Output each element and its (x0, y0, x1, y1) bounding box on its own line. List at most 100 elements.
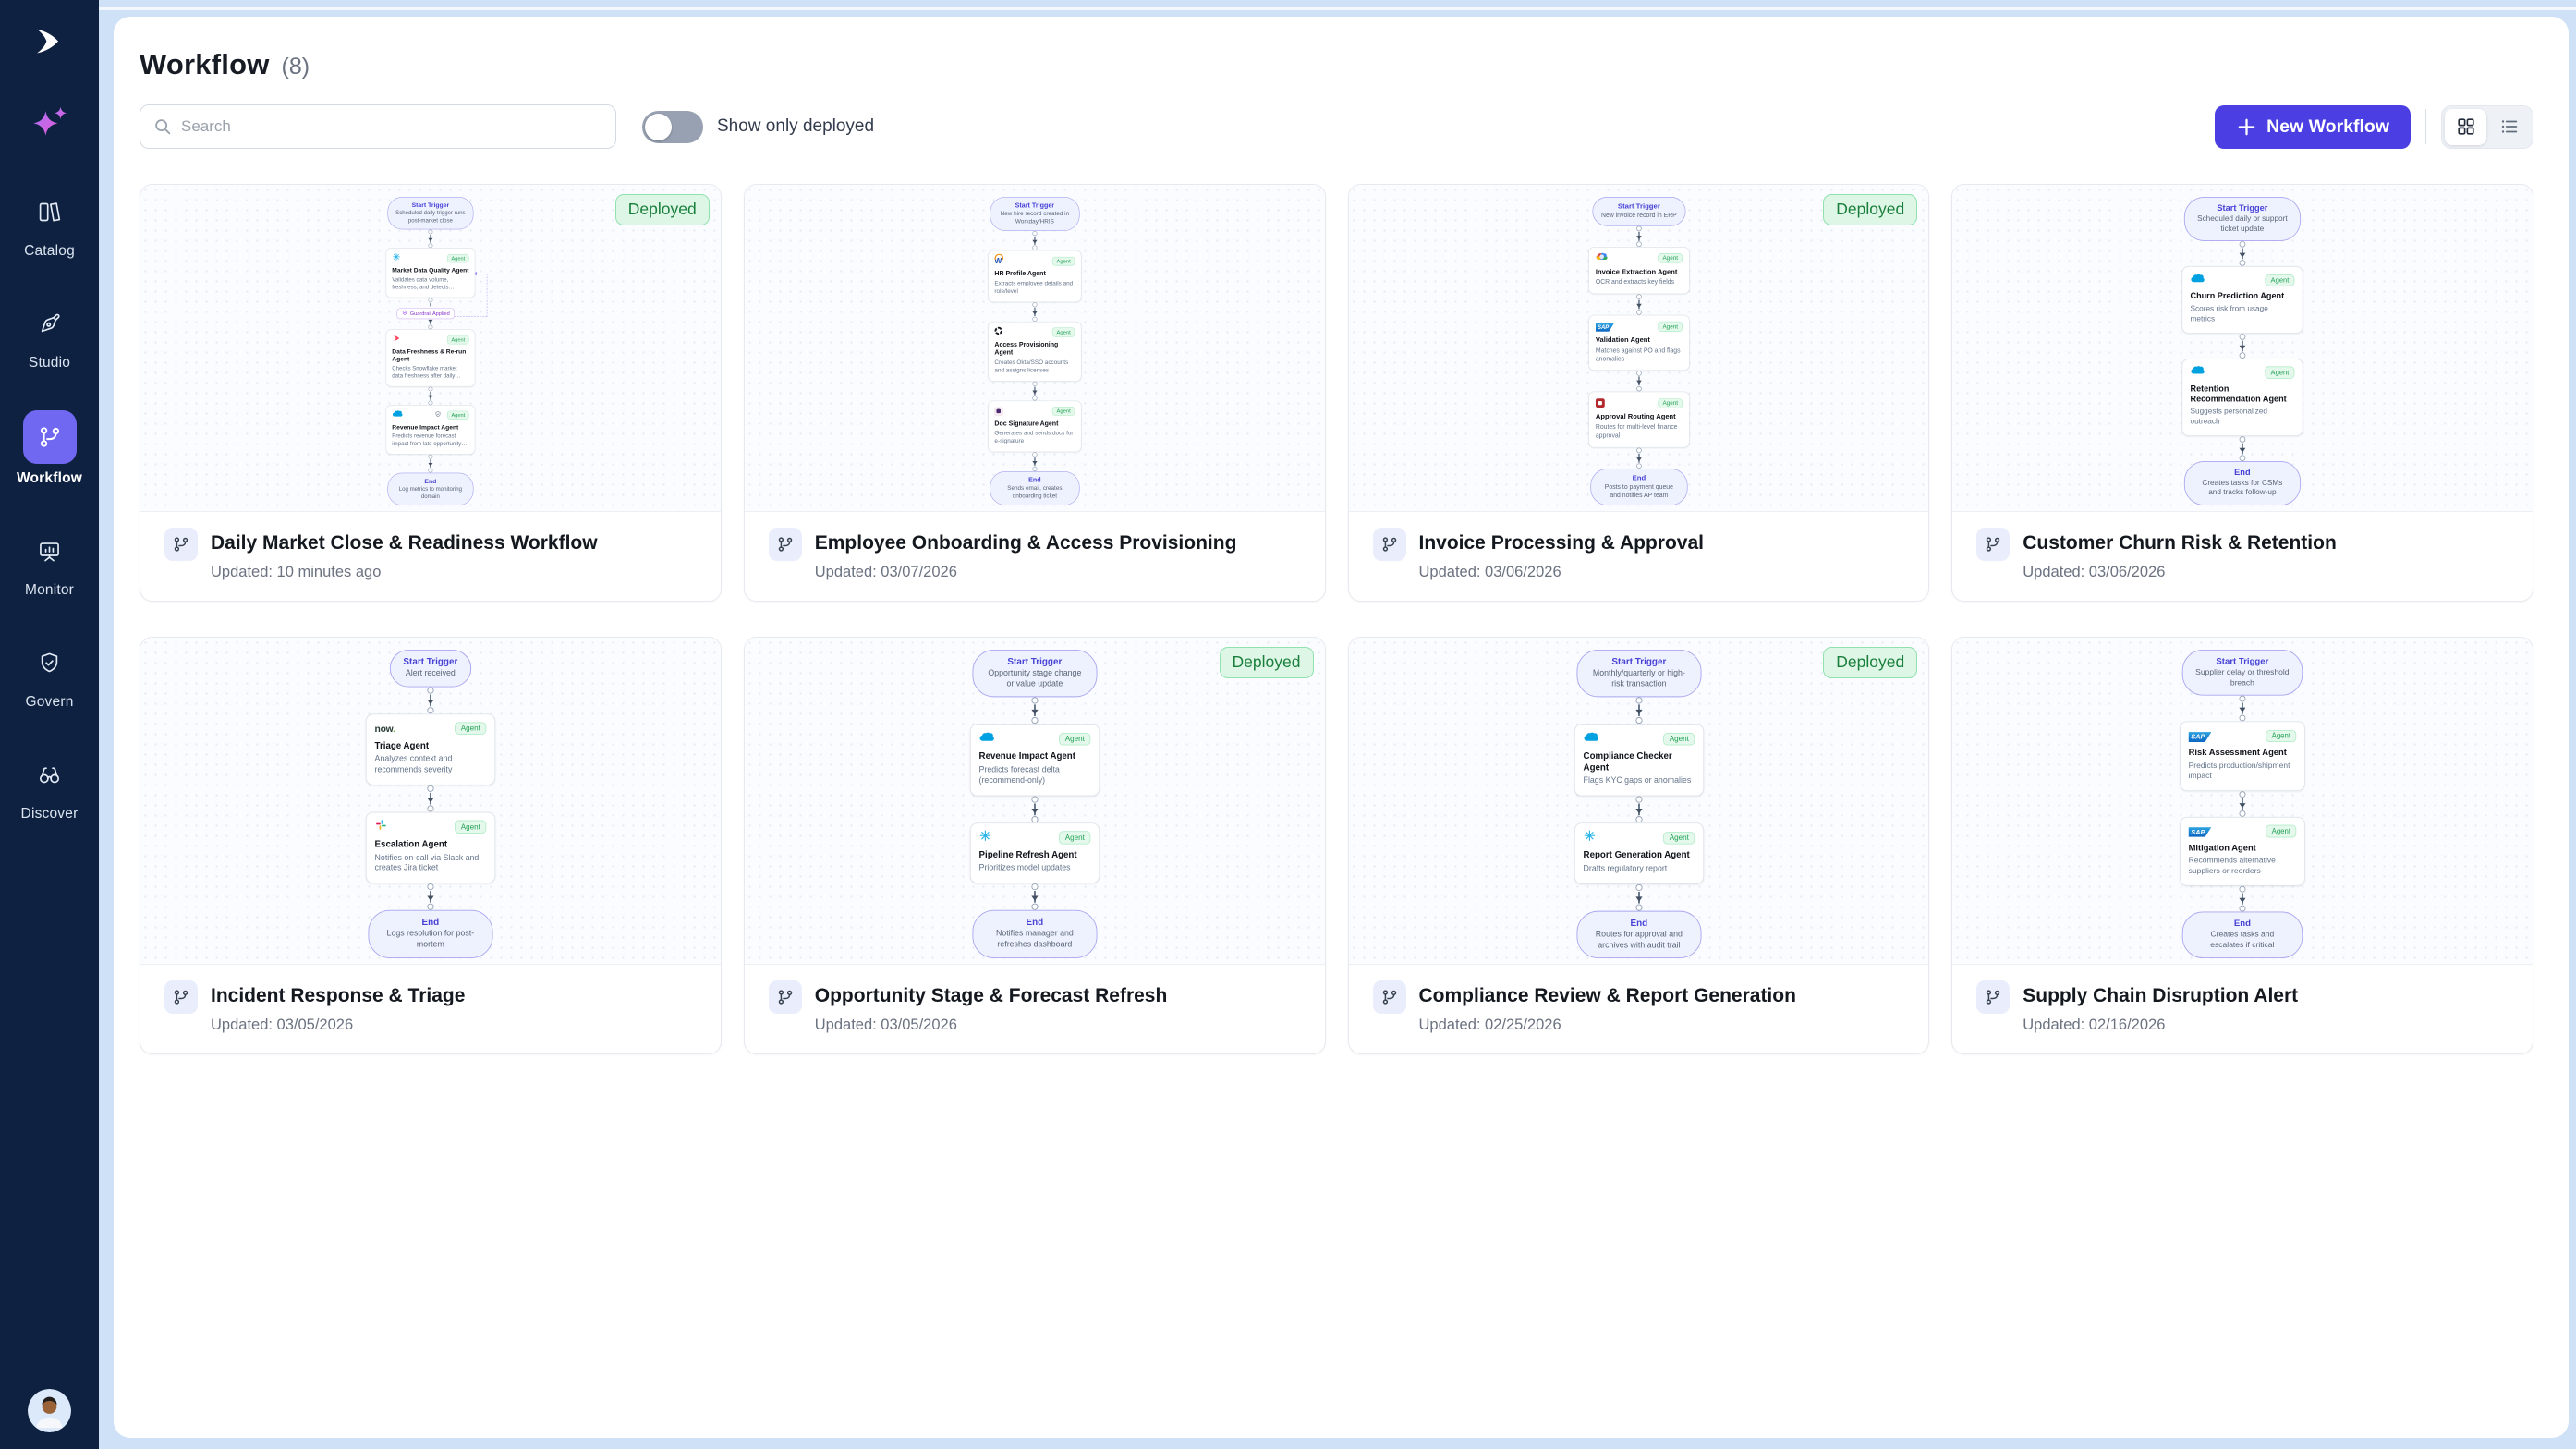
agent-node-title: Revenue Impact Agent (392, 423, 459, 432)
new-workflow-button[interactable]: New Workflow (2215, 104, 2411, 149)
agent-node-title: Compliance Checker Agent (1583, 751, 1672, 773)
guardrail-badge: Guardrail Applied (396, 308, 456, 320)
connector-line (1031, 457, 1039, 467)
agent-node-header: Agent (392, 410, 469, 420)
deployed-badge: Deployed (1823, 194, 1918, 225)
okta-icon (994, 326, 1002, 338)
workflow-branch-icon (768, 980, 802, 1014)
card-title: Supply Chain Disruption Alert (2023, 985, 2299, 1006)
flow-connector (1029, 697, 1039, 724)
workflow-branch-icon (1372, 528, 1406, 561)
ai-sparkle-icon[interactable] (28, 102, 72, 146)
port-dot (1032, 245, 1038, 251)
connector-line (430, 302, 431, 307)
sidebar-item-discover[interactable]: Discover (21, 749, 79, 822)
connector-line (1634, 891, 1644, 904)
port-dot (428, 243, 433, 249)
connector-line (1634, 299, 1643, 310)
card-updated: Updated: 03/06/2026 (2023, 564, 2166, 580)
show-only-deployed-toggle[interactable] (642, 110, 703, 143)
agent-node-title: Retention Recommendation Agent (2190, 384, 2287, 405)
agent-node-header: Agent (1595, 252, 1683, 263)
catalog-icon (23, 187, 77, 237)
list-view-button[interactable] (2488, 109, 2530, 145)
plus-icon (2238, 118, 2255, 135)
agent-node-desc: Predicts production/shipment impact (2188, 761, 2290, 781)
agent-node-desc: Analyzes context and recommends severity (374, 754, 453, 775)
card-title: Compliance Review & Report Generation (1418, 985, 1796, 1006)
connector-line (1634, 231, 1643, 241)
port-dot (1634, 796, 1642, 803)
agent-badge: Agent (2266, 824, 2297, 838)
sidebar-item-workflow[interactable]: Workflow (17, 410, 82, 487)
start-trigger-title: Start Trigger (411, 201, 450, 210)
agent-badge: Agent (455, 820, 487, 834)
sidebar-item-catalog[interactable]: Catalog (23, 187, 77, 260)
card-updated: Updated: 03/05/2026 (211, 1017, 354, 1033)
sidebar-item-studio[interactable]: Studio (23, 298, 77, 371)
agent-node-header: Agent (994, 406, 1075, 416)
sidebar-nav: Catalog Studio Workflow Monitor Govern D… (17, 187, 82, 822)
connector-line (1031, 237, 1039, 246)
sidebar-item-label: Workflow (16, 470, 83, 486)
port-dot (1635, 371, 1642, 376)
monitor-icon (23, 526, 77, 576)
grid-view-button[interactable] (2445, 108, 2486, 145)
app-logo-icon[interactable] (30, 22, 70, 63)
port-dot (2239, 454, 2246, 461)
end-title: End (1630, 918, 1647, 929)
port-dot (2239, 810, 2246, 817)
agent-node-title: Revenue Impact Agent (978, 751, 1075, 762)
sidebar-item-monitor[interactable]: Monitor (23, 526, 77, 599)
window-top-edge (99, 7, 2576, 10)
agent-node-desc: Notifies on-call via Slack and creates J… (374, 853, 480, 873)
connector-line (2238, 443, 2248, 455)
port-dot (1635, 463, 1642, 469)
card-title: Daily Market Close & Readiness Workflow (211, 532, 598, 554)
connector-line (1634, 376, 1643, 386)
port-dot (428, 386, 433, 392)
sap-icon: SAP (2188, 729, 2212, 744)
sidebar-item-govern[interactable]: Govern (23, 638, 77, 711)
port-dot (2239, 260, 2246, 267)
start-trigger-desc: New hire record created in Workday/HRIS (1000, 210, 1069, 225)
port-dot (1032, 466, 1038, 471)
toolbar-divider (2425, 109, 2426, 144)
connector-line (2238, 798, 2248, 810)
port-dot (1635, 386, 1642, 392)
port-dot (1635, 310, 1642, 315)
card-footer: Daily Market Close & Readiness Workflow … (140, 512, 721, 581)
start-trigger-desc: Alert received (405, 668, 456, 678)
card-footer: Customer Churn Risk & Retention Updated:… (1952, 512, 2533, 581)
end-desc: Notifies manager and refreshes dashboard (995, 929, 1074, 950)
user-avatar[interactable] (28, 1389, 71, 1432)
port-dot (427, 805, 434, 812)
guardrail-connector: Guardrail Applied (396, 271, 488, 330)
port-dot (428, 298, 433, 303)
connector-line (1634, 803, 1644, 816)
port-dot (1031, 717, 1039, 724)
page-header: Workflow (8) (140, 48, 2533, 81)
connector-line (427, 235, 434, 243)
search-input[interactable] (140, 104, 616, 149)
